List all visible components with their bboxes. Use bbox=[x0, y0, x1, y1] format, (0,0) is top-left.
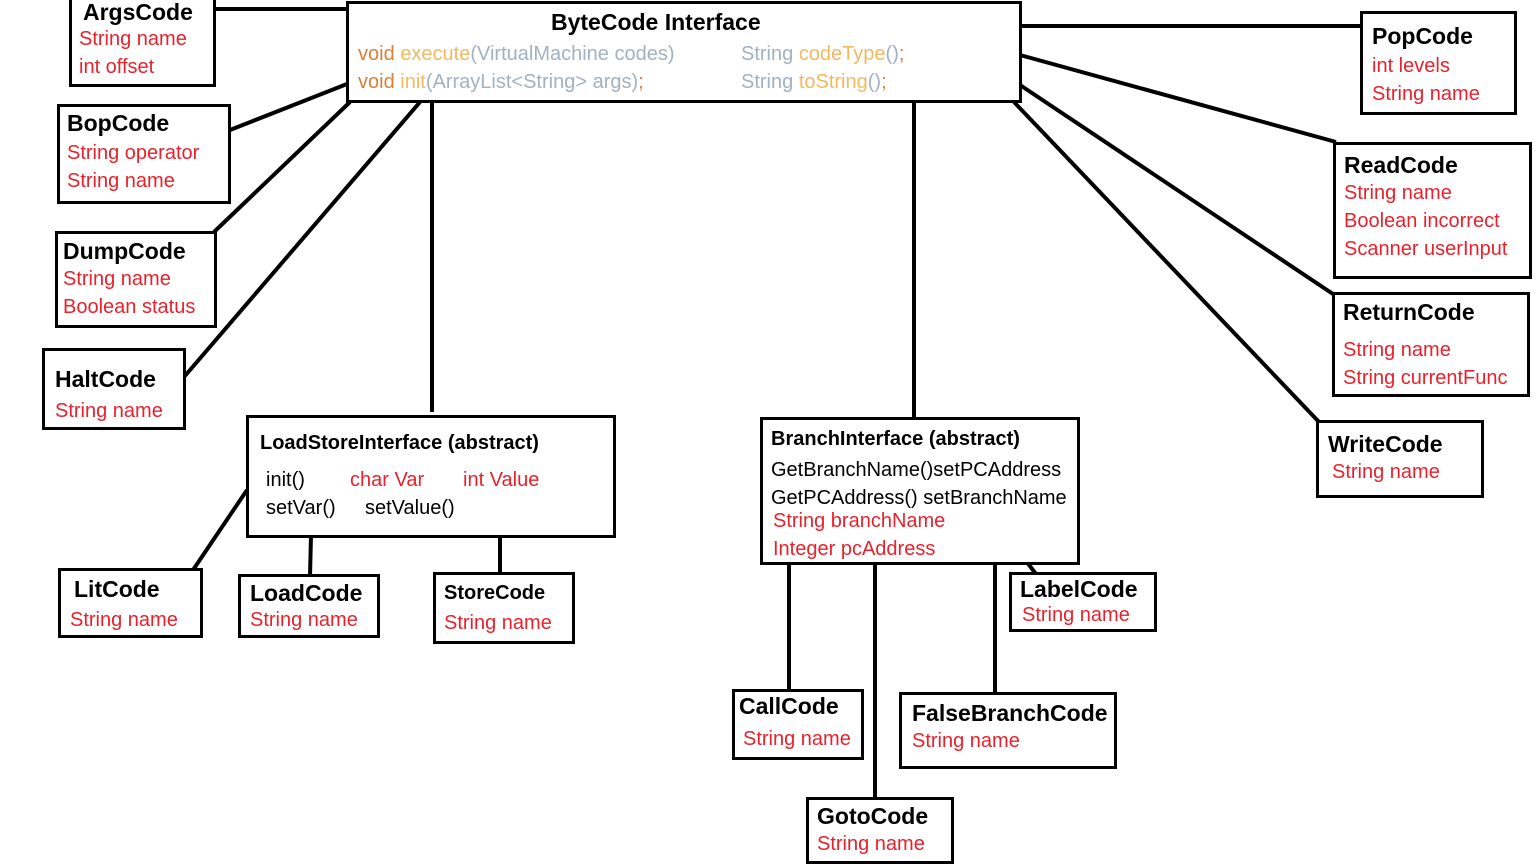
edge-return bbox=[1018, 83, 1338, 298]
litcode-box: LitCode String name bbox=[58, 568, 203, 638]
litcode-title: LitCode bbox=[74, 576, 160, 602]
readcode-box: ReadCode String name Boolean incorrect S… bbox=[1333, 142, 1532, 279]
writecode-title: WriteCode bbox=[1328, 431, 1443, 457]
branch-interface-title: BranchInterface (abstract) bbox=[771, 428, 1020, 450]
argscode-field: int offset bbox=[79, 56, 155, 78]
loadcode-field: String name bbox=[250, 609, 358, 631]
labelcode-box: LabelCode String name bbox=[1009, 572, 1157, 632]
readcode-field: String name bbox=[1344, 182, 1452, 204]
returncode-field: String name bbox=[1343, 339, 1451, 361]
edge-bop bbox=[229, 82, 348, 132]
gotocode-title: GotoCode bbox=[817, 803, 929, 829]
haltcode-field: String name bbox=[55, 400, 163, 422]
callcode-field: String name bbox=[743, 728, 851, 750]
haltcode-title: HaltCode bbox=[55, 366, 156, 392]
labelcode-title: LabelCode bbox=[1020, 576, 1138, 602]
argscode-title: ArgsCode bbox=[83, 0, 193, 25]
dumpcode-box: DumpCode String name Boolean status bbox=[55, 231, 217, 328]
gotocode-field: String name bbox=[817, 833, 925, 855]
branch-method-2: GetPCAddress() setBranchName bbox=[771, 487, 1067, 509]
haltcode-box: HaltCode String name bbox=[42, 348, 186, 430]
edge-load bbox=[308, 534, 313, 577]
returncode-title: ReturnCode bbox=[1343, 299, 1475, 325]
loadcode-title: LoadCode bbox=[250, 580, 363, 606]
loadstore-method-setvalue: setValue() bbox=[365, 497, 455, 519]
readcode-title: ReadCode bbox=[1344, 152, 1458, 178]
bopcode-field: String name bbox=[67, 170, 175, 192]
callcode-title: CallCode bbox=[739, 693, 839, 719]
falsebranchcode-box: FalseBranchCode String name bbox=[899, 692, 1117, 769]
branch-method-1: GetBranchName()setPCAddress bbox=[771, 459, 1062, 481]
loadstore-field-var: char Var bbox=[350, 469, 425, 491]
branch-field-name: String branchName bbox=[773, 510, 946, 532]
popcode-box: PopCode int levels String name bbox=[1360, 11, 1517, 115]
bopcode-field: String operator bbox=[67, 142, 200, 164]
edge-lit bbox=[191, 488, 249, 572]
dumpcode-field: String name bbox=[63, 268, 171, 290]
dumpcode-title: DumpCode bbox=[63, 238, 186, 264]
readcode-field: Scanner userInput bbox=[1344, 238, 1508, 260]
labelcode-field: String name bbox=[1022, 604, 1130, 626]
loadstore-interface-title: LoadStoreInterface (abstract) bbox=[260, 432, 539, 454]
dumpcode-field: Boolean status bbox=[63, 296, 196, 318]
method-codetype: String codeType(); bbox=[741, 43, 905, 65]
loadstore-interface-box: LoadStoreInterface (abstract) init() cha… bbox=[246, 415, 616, 538]
storecode-field: String name bbox=[444, 612, 552, 634]
gotocode-box: GotoCode String name bbox=[806, 797, 954, 864]
loadstore-method-setvar: setVar() bbox=[266, 497, 336, 519]
edge-halt bbox=[182, 100, 422, 379]
loadstore-field-value: int Value bbox=[463, 469, 540, 491]
bopcode-title: BopCode bbox=[67, 110, 170, 136]
bytecode-interface-box: ByteCode Interface void execute(VirtualM… bbox=[346, 1, 1022, 103]
branch-interface-box: BranchInterface (abstract) GetBranchName… bbox=[760, 417, 1080, 565]
bopcode-box: BopCode String operator String name bbox=[57, 104, 231, 204]
loadcode-box: LoadCode String name bbox=[238, 574, 380, 638]
falsebranchcode-title: FalseBranchCode bbox=[912, 700, 1108, 726]
popcode-field: int levels bbox=[1372, 55, 1450, 77]
falsebranchcode-field: String name bbox=[912, 730, 1020, 752]
writecode-field: String name bbox=[1332, 461, 1440, 483]
storecode-box: StoreCode String name bbox=[433, 572, 575, 644]
loadstore-method-init: init() bbox=[266, 469, 305, 491]
popcode-title: PopCode bbox=[1372, 23, 1473, 49]
branch-field-address: Integer pcAddress bbox=[773, 538, 936, 560]
argscode-box: ArgsCode String name int offset bbox=[69, 0, 216, 87]
method-execute: void execute(VirtualMachine codes) bbox=[358, 43, 675, 65]
edge-read bbox=[1019, 53, 1337, 144]
method-init: void init(ArrayList<String> args); bbox=[358, 71, 644, 93]
litcode-field: String name bbox=[70, 609, 178, 631]
popcode-field: String name bbox=[1372, 83, 1480, 105]
returncode-field: String currentFunc bbox=[1343, 367, 1508, 389]
writecode-box: WriteCode String name bbox=[1316, 420, 1484, 498]
method-tostring: String toString(); bbox=[741, 71, 887, 93]
argscode-field: String name bbox=[79, 28, 187, 50]
edge-write bbox=[1012, 100, 1321, 424]
bytecode-interface-title: ByteCode Interface bbox=[551, 9, 761, 35]
edge-dump bbox=[212, 100, 352, 234]
returncode-box: ReturnCode String name String currentFun… bbox=[1332, 292, 1530, 397]
readcode-field: Boolean incorrect bbox=[1344, 210, 1500, 232]
storecode-title: StoreCode bbox=[444, 582, 546, 604]
callcode-box: CallCode String name bbox=[732, 689, 864, 760]
